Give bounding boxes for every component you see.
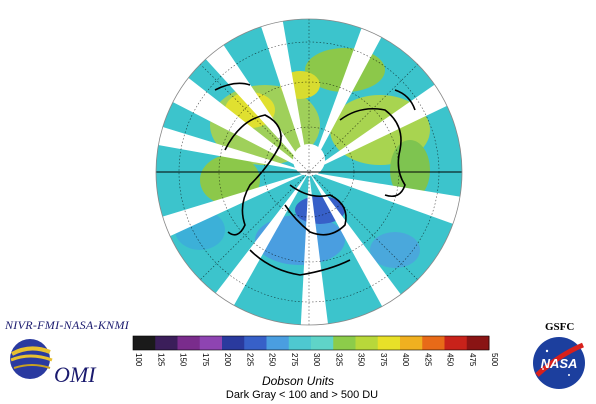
colorbar-swatch [266,336,290,350]
colorbar-tick-label: 225 [245,353,254,367]
colorbar: 100 125 150 175 200 225 250 275 300 325 350 375 400 4… [132,335,499,367]
colorbar-outline [132,335,490,351]
colorbar-tick-label: 125 [156,353,165,367]
coastlines [214,82,416,276]
colorbar-tick-label: 275 [290,353,299,367]
colorbar-tick-label: 300 [312,353,321,367]
nasa-logo: NASA [533,337,585,389]
colorbar-swatch [466,336,490,350]
colorbar-swatch [133,336,156,350]
org-label: GSFC [545,321,575,333]
colorbar-swatch [222,336,245,350]
legend-title: Dobson Units [261,374,335,388]
colorbar-swatch [400,336,423,350]
colorbar-tick-label: 375 [379,353,388,367]
colorbar-swatch [177,336,201,350]
colorbar-tick-label: 175 [201,353,210,367]
colorbar-tick-label: 450 [446,353,455,367]
colorbar-swatch [199,336,223,350]
colorbar-tick-label: 425 [423,353,432,367]
colorbar-tick-label: 250 [268,353,277,367]
colorbar-tick-label: 200 [223,353,232,367]
omi-logo-text: OMI [54,362,97,387]
colorbar-swatch [377,336,401,350]
colorbar-swatch [444,336,468,350]
colorbar-tick-label: 400 [401,353,410,367]
ozone-polar-map [155,18,463,326]
colorbar-swatch [333,336,356,350]
omi-logo: OMI [10,339,97,387]
colorbar-swatch [155,336,178,350]
legend-note: Dark Gray < 100 and > 500 DU [225,389,379,401]
colorbar-swatch [288,336,312,350]
colorbar-tick-label: 500 [490,353,499,367]
nasa-logo-text: NASA [541,356,578,371]
colorbar-tick-label: 150 [179,353,188,367]
globe-outline [155,18,463,326]
colorbar-swatch [422,336,445,350]
colorbar-tick-label: 100 [134,353,143,367]
credit-text: NIVR-FMI-NASA-KNMI [5,318,130,332]
colorbar-swatch [355,336,379,350]
colorbar-tick-label: 350 [357,353,366,367]
colorbar-swatch [244,336,267,350]
colorbar-tick-label: 325 [334,353,343,367]
colorbar-swatch [311,336,334,350]
colorbar-tick-label: 475 [468,353,477,367]
